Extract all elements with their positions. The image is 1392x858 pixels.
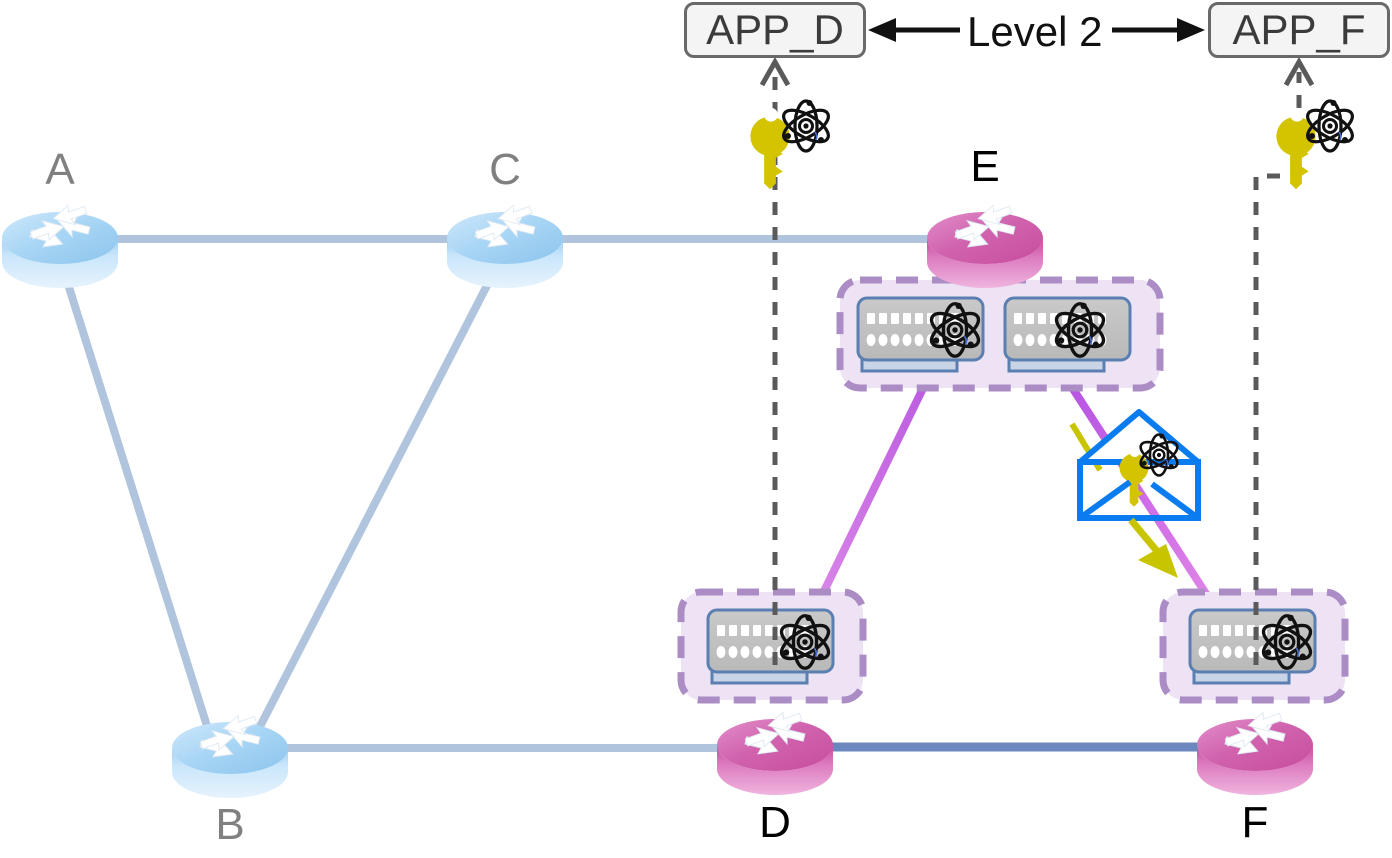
envelope-fold-left [1078, 479, 1132, 521]
router-c[interactable] [447, 199, 563, 288]
key-icon-app-f [1276, 98, 1359, 190]
qkd-device-d[interactable] [706, 608, 836, 685]
router-a[interactable] [2, 199, 118, 288]
key-delivery-arrowheads [759, 56, 1315, 87]
router-b[interactable] [172, 709, 288, 798]
level-label: Level 2 [967, 8, 1103, 55]
key-transport-envelope [1069, 409, 1201, 578]
link-a-b [58, 263, 216, 744]
app-box-f[interactable]: APP_F [1208, 2, 1390, 58]
app-box-f-label: APP_F [1232, 6, 1366, 53]
qkd-device-e1[interactable] [856, 296, 986, 373]
qlink-e2-f [1058, 369, 1231, 629]
network-links [58, 235, 1215, 752]
qkd-device-e2[interactable] [1003, 296, 1132, 373]
link-c-b [248, 266, 500, 744]
router-label-b: B [215, 800, 245, 849]
key-flow-arrowhead-icon [1138, 544, 1178, 578]
qlink-e1-d [803, 370, 935, 628]
level2-arrow-left-icon [868, 18, 896, 42]
qkd-device-f[interactable] [1188, 608, 1318, 685]
router-label-e: E [970, 142, 1000, 191]
app-box-d[interactable]: APP_D [684, 2, 866, 58]
router-e[interactable] [927, 199, 1043, 288]
app-box-d-label: APP_D [706, 6, 844, 53]
arrowhead-app-d [759, 56, 791, 87]
quantum-links [803, 369, 1231, 629]
router-f[interactable] [1197, 706, 1313, 795]
router-d[interactable] [717, 706, 833, 795]
level2-arrow-right-icon [1177, 18, 1205, 42]
arrowhead-app-f [1283, 56, 1315, 87]
router-label-d: D [759, 798, 791, 847]
router-label-a: A [45, 145, 75, 194]
key-icon-app-d [750, 98, 835, 190]
envelope-fold-right [1150, 481, 1200, 521]
level2-connector [868, 18, 1205, 42]
router-label-f: F [1241, 798, 1269, 847]
router-label-c: C [489, 145, 521, 194]
